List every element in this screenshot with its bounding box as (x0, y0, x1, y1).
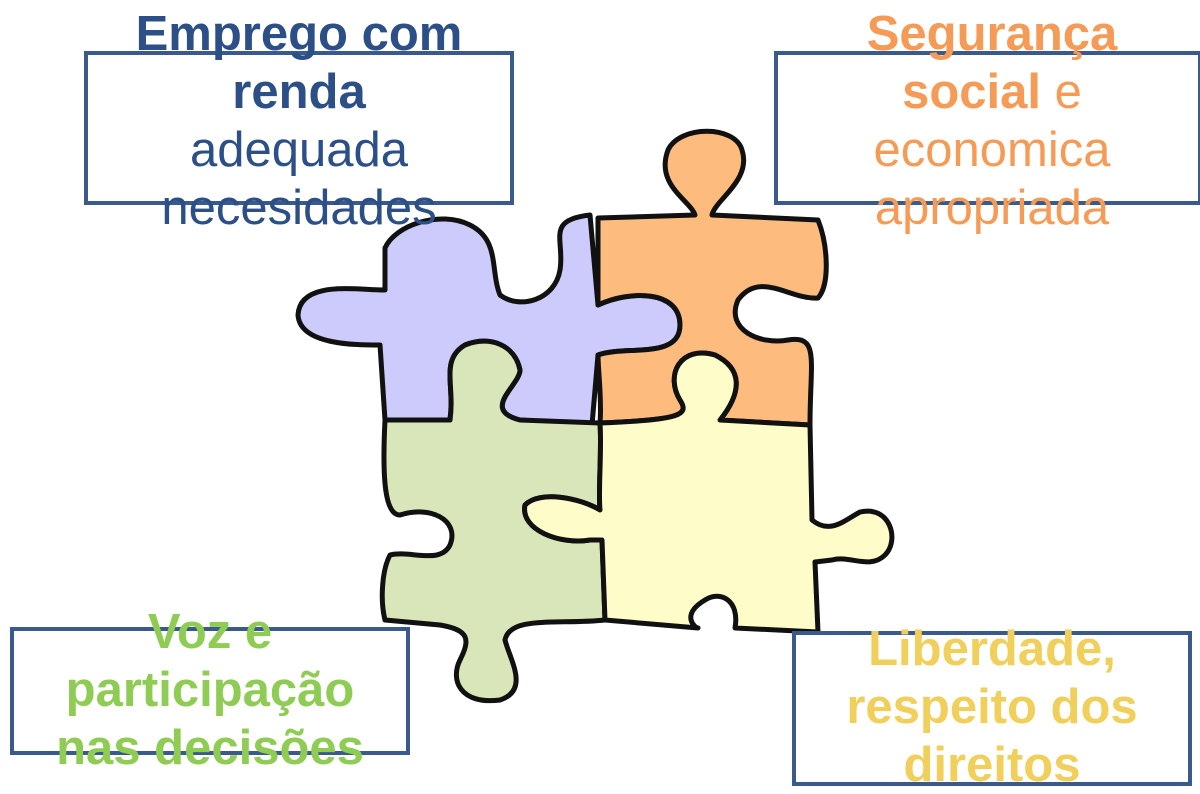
puzzle-piece-green-icon (379, 338, 608, 704)
bottom-left-line2: participação (65, 663, 355, 717)
bottom-right-line2: respeito dos (846, 680, 1138, 734)
bottom-right-box (792, 631, 1192, 786)
puzzle-piece-orange-icon (595, 128, 829, 428)
top-right-line3: economica (873, 123, 1111, 177)
top-right-box (774, 51, 1200, 205)
bottom-left-box (10, 627, 410, 755)
top-left-line3: adequada (189, 123, 408, 177)
top-right-line4: apropriada (874, 181, 1110, 235)
bottom-left-line1: Voz e (147, 605, 273, 659)
bottom-left-line3: nas decisões (56, 721, 364, 775)
top-left-line4: necesidades (161, 181, 437, 235)
top-right-bold-word: social (902, 65, 1042, 119)
bottom-right-line3: direitos (903, 738, 1081, 792)
bottom-left-label: Voz e participação nas decisões (10, 603, 410, 777)
bottom-right-label: Liberdade, respeito dos direitos (792, 620, 1192, 794)
bottom-right-line1: Liberdade, (868, 622, 1116, 676)
top-right-bold-line1: Segurança (866, 7, 1118, 61)
top-left-box (84, 51, 514, 205)
top-left-bold-line1: Emprego com (135, 7, 463, 61)
top-left-bold-line2: renda (232, 65, 366, 119)
top-right-label: Segurança social e economica apropriada (784, 5, 1200, 237)
puzzle-piece-yellow-icon (522, 350, 895, 635)
top-left-label: Emprego com renda adequada necesidades (84, 5, 514, 237)
top-right-after-bold: e (1041, 65, 1082, 119)
